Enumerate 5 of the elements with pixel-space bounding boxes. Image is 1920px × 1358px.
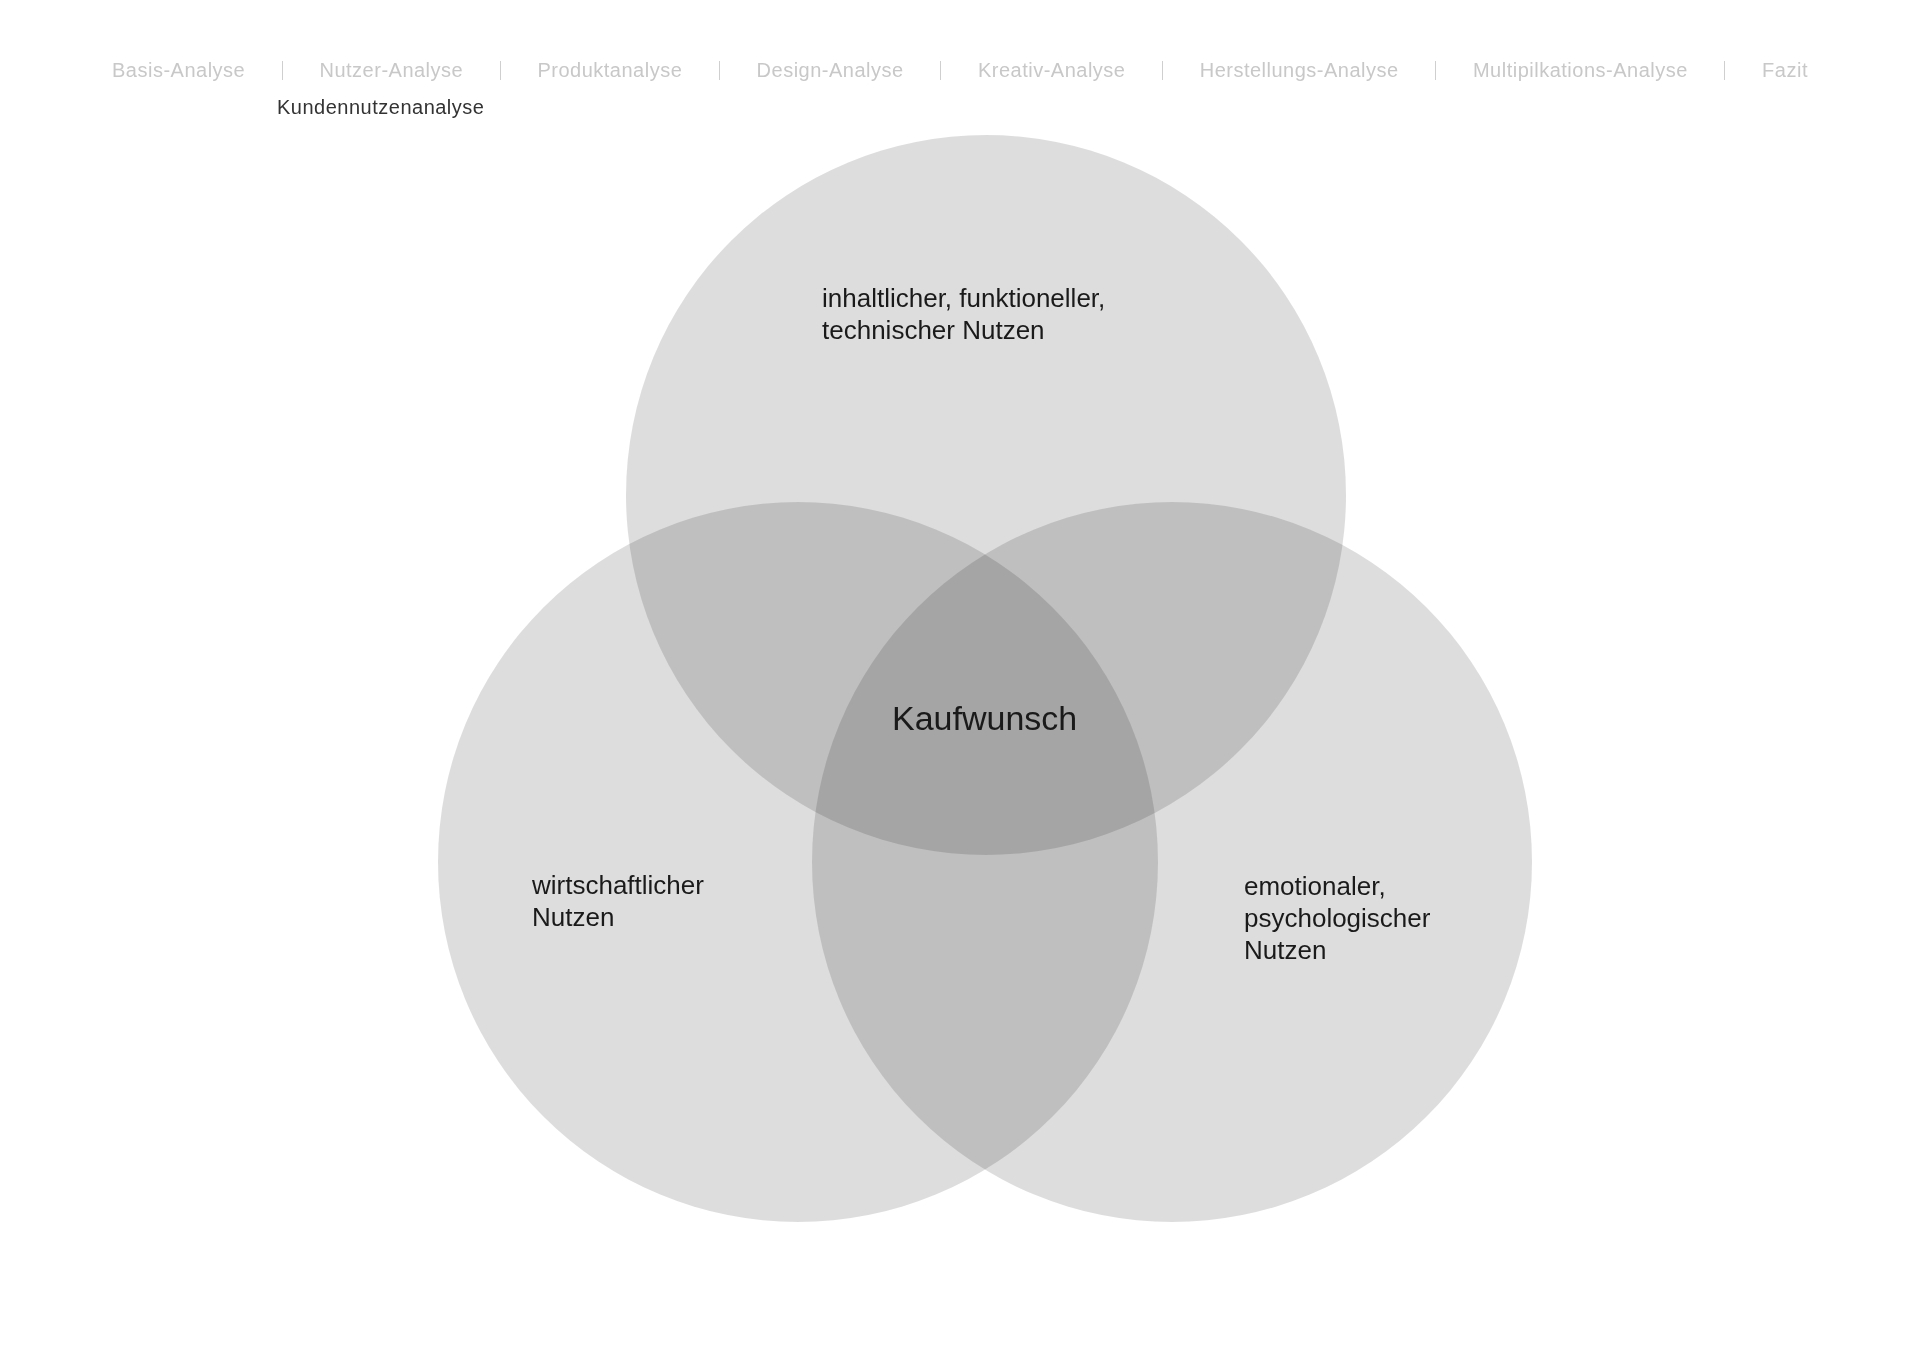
intersection-label: Kaufwunsch [892, 698, 1078, 738]
circle-label: emotionaler, psychologischer Nutzen [1244, 870, 1432, 966]
active-nav-link: Kundennutzenanalyse [277, 95, 485, 119]
circle-label: inhaltlicher, funktioneller, technischer Nutzen [822, 282, 1107, 346]
circle-label: wirtschaftlicher Nutzen [532, 869, 705, 933]
